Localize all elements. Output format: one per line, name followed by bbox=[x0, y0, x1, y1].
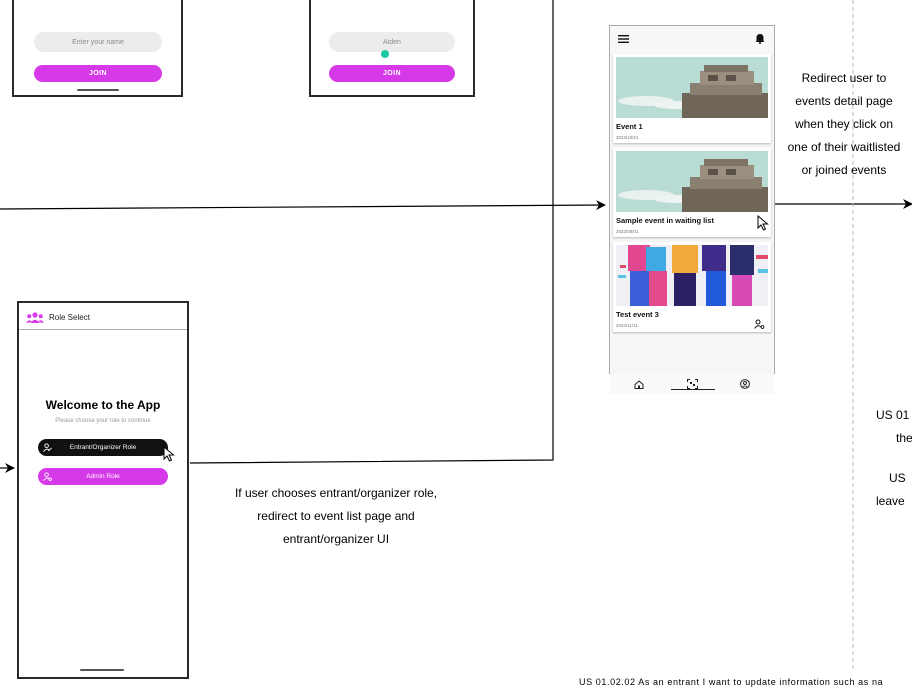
name-input[interactable]: Enter your name bbox=[34, 32, 162, 52]
event-date: 2023/10/21 bbox=[616, 135, 639, 140]
note-line: or joined events bbox=[801, 163, 887, 177]
home-indicator bbox=[80, 669, 124, 671]
person-edit-icon bbox=[43, 443, 52, 452]
event-date: 2023/08/01 bbox=[616, 229, 639, 234]
event-image bbox=[616, 57, 768, 118]
name-input-value: Aiden bbox=[383, 38, 401, 46]
event-card[interactable]: Sample event in waiting list 2023/08/01 bbox=[613, 148, 771, 237]
person-settings-icon[interactable] bbox=[754, 319, 765, 329]
admin-role-button[interactable]: Admin Role bbox=[38, 468, 168, 485]
event-image bbox=[616, 151, 768, 212]
partial-story-text: US 01 bbox=[876, 408, 910, 422]
note-line: Redirect user to bbox=[801, 71, 887, 85]
note-line: one of their waitlisted bbox=[787, 140, 901, 154]
menu-icon[interactable] bbox=[618, 35, 629, 43]
event-title: Event 1 bbox=[616, 122, 643, 131]
home-icon[interactable] bbox=[634, 380, 644, 389]
role-redirect-note: If user chooses entrant/organizer role, … bbox=[210, 482, 462, 551]
person-settings-icon bbox=[43, 472, 52, 481]
group-icon bbox=[26, 312, 44, 323]
event-card[interactable]: Event 1 2023/10/21 bbox=[613, 54, 771, 143]
home-indicator bbox=[77, 89, 119, 91]
partial-story-text: leave bbox=[876, 494, 905, 508]
welcome-subtitle: Please choose your role to continue bbox=[55, 418, 151, 424]
arrow-to-event-list bbox=[0, 200, 606, 211]
user-story-caption: US 01.02.02 As an entrant I want to upda… bbox=[579, 677, 884, 687]
name-filled-screen: Aiden JOIN bbox=[309, 0, 475, 97]
role-select-screen: Role Select Welcome to the App Please ch… bbox=[17, 301, 189, 679]
nav-active-indicator bbox=[671, 389, 715, 390]
partial-story-text: US bbox=[889, 471, 906, 485]
join-button[interactable]: JOIN bbox=[329, 65, 455, 82]
note-line: redirect to event list page and bbox=[257, 509, 415, 523]
note-line: If user chooses entrant/organizer role, bbox=[234, 486, 438, 500]
name-entry-screen: Enter your name JOIN bbox=[12, 0, 183, 97]
name-input-filled[interactable]: Aiden bbox=[329, 32, 455, 52]
welcome-title: Welcome to the App bbox=[45, 398, 161, 412]
event-detail-redirect-note: Redirect user to events detail page when… bbox=[780, 67, 908, 182]
header-title: Role Select bbox=[49, 313, 90, 322]
mouse-pointer-icon bbox=[757, 215, 769, 231]
event-title: Test event 3 bbox=[616, 310, 659, 319]
header-divider bbox=[19, 329, 187, 330]
profile-icon[interactable] bbox=[740, 379, 750, 389]
bell-icon[interactable] bbox=[755, 33, 765, 44]
event-image bbox=[616, 245, 768, 306]
note-line: when they click on bbox=[794, 117, 894, 131]
bottom-nav bbox=[609, 374, 775, 394]
event-date: 2024/11/11 bbox=[616, 323, 638, 328]
join-button[interactable]: JOIN bbox=[34, 65, 162, 82]
event-card[interactable]: Test event 3 2024/11/11 bbox=[613, 242, 771, 332]
note-line: events detail page bbox=[795, 94, 893, 108]
event-title: Sample event in waiting list bbox=[616, 216, 714, 225]
text-cursor-handle-icon[interactable] bbox=[381, 50, 389, 58]
entrant-organizer-button[interactable]: Entrant/Organizer Role bbox=[38, 439, 168, 456]
qr-scan-icon[interactable] bbox=[687, 379, 698, 389]
entrant-organizer-label: Entrant/Organizer Role bbox=[69, 444, 137, 451]
admin-role-label: Admin Role bbox=[86, 473, 120, 480]
role-to-list-connector bbox=[189, 0, 554, 464]
note-line: entrant/organizer UI bbox=[282, 532, 390, 546]
mouse-pointer-icon bbox=[163, 446, 175, 462]
partial-story-text: the bbox=[896, 431, 912, 445]
